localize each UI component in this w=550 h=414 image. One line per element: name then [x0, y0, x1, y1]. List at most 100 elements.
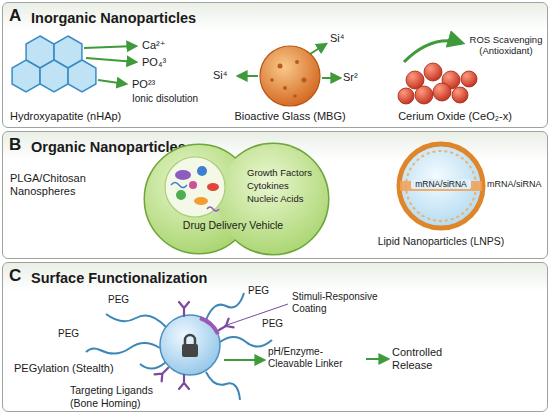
annotation-label: PO²³: [132, 78, 172, 91]
panel: AInorganic Nanoparticles: [2, 2, 548, 128]
hydroxyapatite-crystals: [12, 60, 40, 92]
panel-letter: C: [9, 266, 31, 286]
cargo-label: Growth Factors: [247, 167, 327, 178]
annotation-label: PEGylation (Stealth): [14, 362, 134, 375]
panel-header-band: [3, 3, 547, 31]
stimuli-coating: [200, 318, 218, 334]
annotation-label: Bioactive Glass (MBG): [220, 110, 360, 123]
targeting-ligand: [179, 375, 189, 389]
sphere-shape: [131, 141, 336, 257]
peg-chain: [140, 362, 166, 369]
ros-arrow: [404, 41, 462, 62]
hydroxyapatite-crystals: [12, 36, 96, 92]
ion-release-arrow: [84, 46, 136, 48]
nanosphere: Growth FactorsCytokinesNucleic AcidsDrug…: [131, 141, 336, 257]
targeting-ligand: [217, 319, 234, 335]
peg-chain: [86, 343, 160, 354]
sphere-shape: [197, 166, 207, 176]
bioactive-glass-sphere: [278, 64, 283, 69]
annotation-label: Si⁴: [330, 32, 360, 45]
annotation-label: Si⁴: [213, 69, 237, 82]
annotation-label: Controlled Release: [392, 346, 462, 372]
peg-chain: [206, 372, 240, 400]
panel-letter: B: [9, 135, 31, 155]
panel-letter: A: [9, 6, 31, 26]
sphere-shape: [189, 181, 197, 189]
annotation-label: Stimuli-Responsive Coating: [292, 291, 392, 315]
sphere-shape: [218, 144, 328, 254]
peg-chain: [106, 314, 166, 327]
cerium-oxide-cluster: [398, 63, 477, 104]
annotation-label: PEG: [58, 328, 84, 340]
shape-label: Lipid Nanoparticles (LNPS): [366, 235, 516, 248]
annotation-label: Targeting Ligands (Bone Homing): [70, 384, 170, 409]
cargo-label: mRNA/siRNA: [411, 179, 471, 189]
bioactive-glass-sphere: [302, 78, 307, 83]
annotation-label: Sr²: [343, 71, 373, 84]
ion-release-arrow: [310, 44, 326, 54]
panel-header-band: [3, 3, 547, 291]
sphere-shape: [194, 197, 208, 205]
targeting-ligand: [155, 364, 172, 381]
panel: BOrganic NanoparticlesGrowth FactorsCyto…: [2, 131, 548, 259]
bioactive-glass-sphere: [260, 46, 320, 106]
panel-title: Surface Functionalization: [31, 270, 351, 287]
sphere-shape: [165, 157, 225, 217]
sphere-shape: [218, 144, 328, 254]
sphere-shape: [175, 170, 191, 180]
bioactive-glass-sphere: [295, 60, 299, 64]
ion-release-arrow: [86, 58, 136, 62]
lipid-nanoparticle: mRNA/siRNA Lipid Nanoparticles (LNPS): [366, 138, 516, 256]
annotation-label: mRNA/siRNA: [487, 179, 545, 190]
ion-release-arrow: [238, 44, 340, 78]
annotation-label: Ionic disolution: [132, 93, 222, 105]
ion-release-arrow: [238, 75, 258, 77]
cargo-label: Cytokines: [247, 180, 327, 191]
annotation-label: PO₄³: [142, 56, 182, 69]
panel-header-band: [3, 263, 547, 291]
sphere-shape: [207, 207, 219, 211]
ion-release-arrow: [322, 77, 340, 79]
cerium-oxide-cluster: [433, 83, 451, 101]
annotation-label: Hydroxyapatite (nHAp): [10, 110, 150, 123]
peg-chain: [86, 293, 272, 400]
annotation-label: Cerium Oxide (CeO₂-x): [375, 110, 535, 123]
annotation-label: PEG: [262, 318, 288, 330]
annotation-label: PEG: [248, 285, 274, 297]
lock-icon: [185, 335, 195, 345]
ion-release-arrow: [98, 80, 126, 84]
panel-title: Inorganic Nanoparticles: [31, 10, 351, 27]
cerium-oxide-cluster: [398, 88, 414, 104]
targeting-ligand: [179, 302, 189, 316]
annotation-label: Ca²⁺: [142, 39, 182, 52]
sphere-shape: [207, 183, 219, 191]
peg-chain: [220, 337, 272, 347]
hydroxyapatite-crystals: [68, 60, 96, 92]
annotation-label: PEG: [108, 294, 134, 306]
bioactive-glass-sphere: [283, 86, 287, 90]
release-arrow: [366, 358, 388, 360]
cerium-oxide-cluster: [415, 86, 433, 104]
lnp-shape: [406, 151, 476, 221]
peg-chain: [206, 293, 244, 320]
ion-release-arrow: [84, 46, 136, 84]
pegylated-nanoparticle: [86, 293, 288, 400]
annotation-label: pH/Enzyme-Cleavable Linker: [268, 346, 358, 370]
annotation-label: PLGA/Chitosan Nanospheres: [10, 172, 110, 198]
cerium-oxide-cluster: [461, 71, 477, 87]
lock-icon: [182, 344, 198, 357]
pegylated-nanoparticle: [160, 315, 220, 375]
cerium-oxide-cluster: [424, 63, 442, 81]
sphere-shape: [176, 190, 186, 200]
release-arrow: [224, 359, 264, 361]
sphere-shape: [171, 183, 187, 188]
lnp-shape: [399, 144, 483, 228]
bioactive-glass-sphere: [270, 78, 274, 82]
lock-icon: [182, 335, 198, 357]
targeting-ligand: [155, 302, 234, 389]
bioactive-glass-sphere: [293, 94, 297, 98]
cerium-oxide-cluster: [452, 87, 468, 103]
cargo-label: Nucleic Acids: [247, 193, 327, 204]
shape-label: Drug Delivery Vehicle: [163, 219, 303, 232]
